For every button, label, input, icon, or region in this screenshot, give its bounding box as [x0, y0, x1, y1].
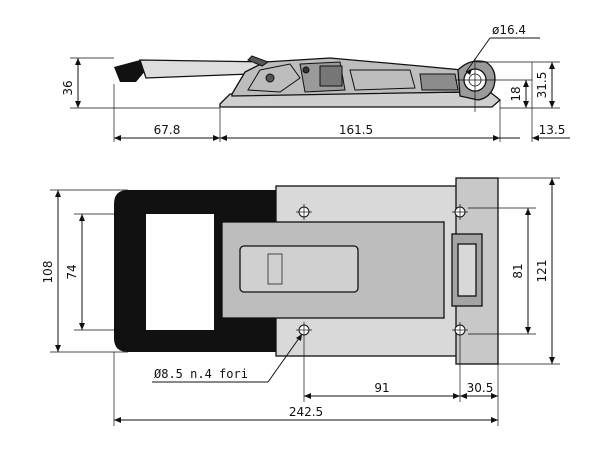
handle-grip	[114, 60, 146, 82]
dim-hook-offset: 13.5	[539, 123, 566, 137]
dim-handle-length: 67.8	[154, 123, 181, 137]
dim-hole-spacing-label: 91	[374, 381, 389, 395]
dim-pivot-diameter-label: ø16.4	[492, 23, 526, 37]
dim-hole-spacing-vertical-label: 81	[511, 263, 525, 278]
dim-hole-spacing: 91	[304, 381, 460, 399]
dim-inner-height-label: 74	[65, 264, 79, 279]
dim-body-height: 121	[498, 177, 560, 365]
dim-overall-length-label: 242.5	[289, 405, 323, 419]
dim-pivot-height-label: 18	[509, 86, 523, 101]
mechanism-detail	[247, 55, 459, 93]
dim-outer-height-label: 108	[41, 261, 55, 284]
dim-end-offset: 30.5	[460, 381, 498, 399]
dim-outer-height: 108	[41, 189, 128, 353]
mechanism-body	[231, 57, 463, 97]
dim-body-length: 161.5	[339, 123, 373, 137]
dim-body-height-label: 121	[535, 260, 549, 283]
dim-overall-length: 242.5	[114, 405, 498, 423]
dim-right-height: 31.5	[535, 62, 555, 108]
dim-end-offset-label: 30.5	[467, 381, 494, 395]
dim-pivot-height: 18	[509, 80, 529, 108]
dim-inner-height: 74	[65, 213, 146, 331]
dim-height-label: 36	[61, 80, 75, 95]
dim-height-36: 36	[61, 57, 220, 109]
hole-note: Ø8.5 n.4 fori	[152, 333, 303, 383]
slot	[239, 245, 359, 293]
side-view: 36 67.8 161.5 13.5 ø16.4 18	[61, 23, 570, 142]
dim-hole-spacing-vertical: 81	[468, 207, 536, 335]
dim-pivot-diameter: ø16.4	[465, 23, 540, 75]
pivot-hook	[457, 60, 496, 101]
hole-note-label: Ø8.5 n.4 fori	[154, 367, 248, 381]
top-view: 108 74 81 121	[41, 177, 560, 426]
dim-right-height-label: 31.5	[535, 72, 549, 99]
